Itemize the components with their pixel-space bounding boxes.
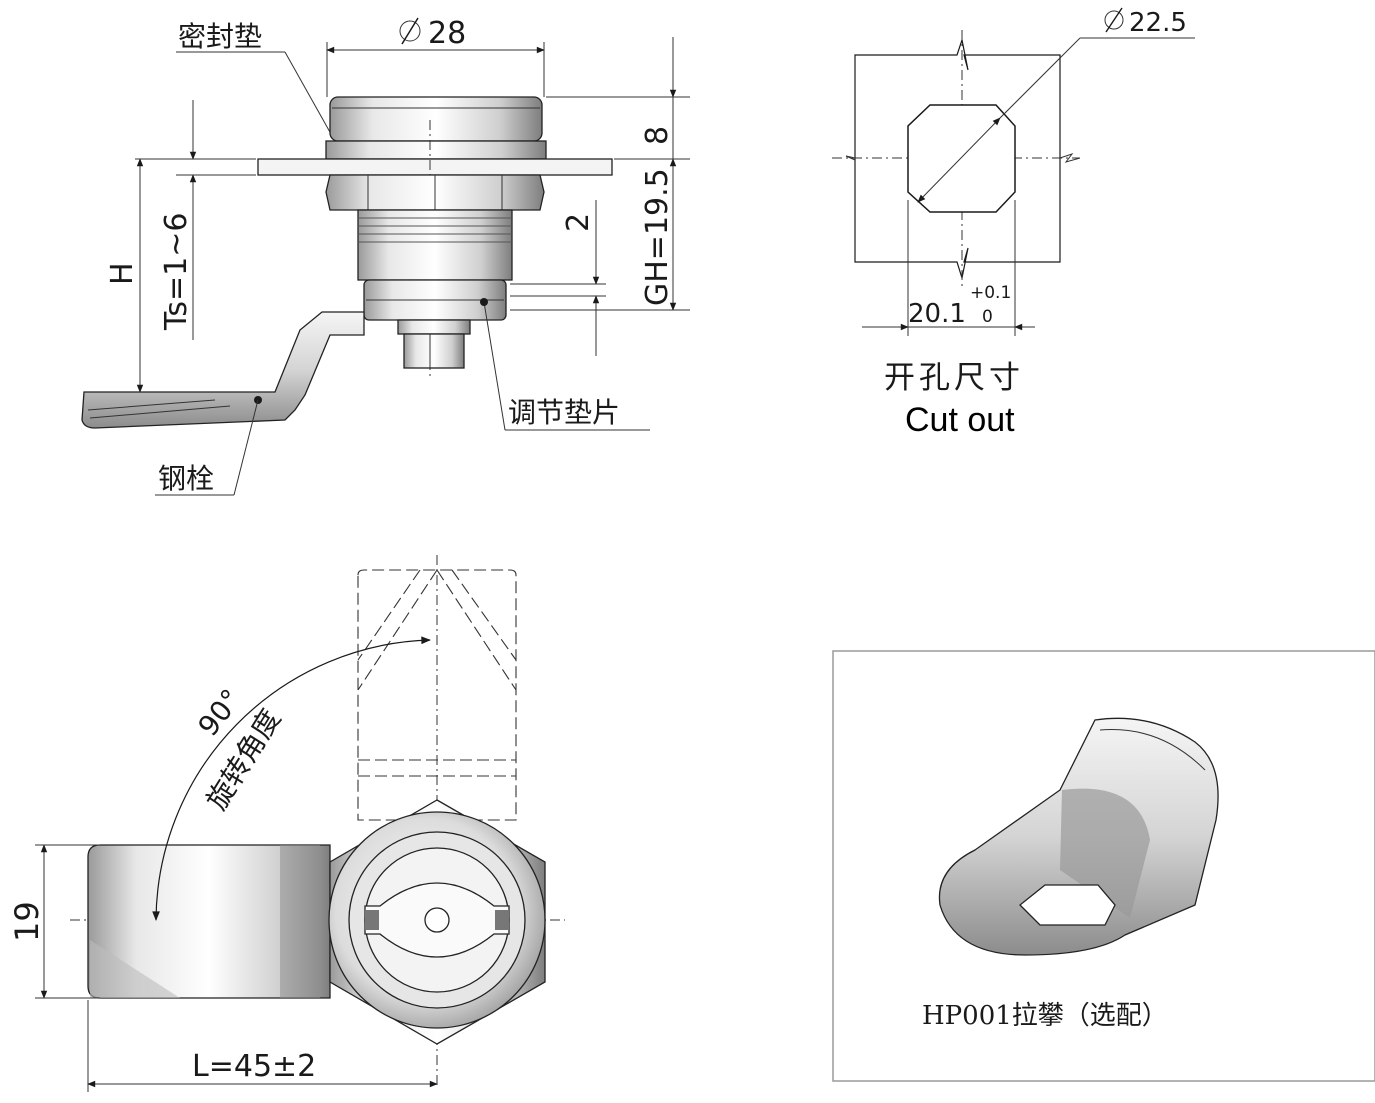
accessory-panel: HP001拉攀（选配） — [832, 650, 1375, 1082]
ts-label: Ts=1~6 — [159, 213, 194, 331]
length-tolerance-label: ±2 — [272, 1049, 316, 1084]
dim-2-label: 2 — [561, 213, 596, 232]
pull-handle-hole — [1019, 884, 1116, 926]
cutout-cn-label: 开孔尺寸 — [884, 360, 1024, 396]
rotated-arm — [357, 569, 517, 821]
side-view: 28 密封垫 — [81, 16, 690, 496]
tolerance-plus-label: +0.1 — [970, 283, 1011, 303]
tolerance-zero-label: 0 — [982, 307, 993, 327]
gasket-label: 密封垫 — [178, 20, 262, 53]
cap-body — [329, 96, 543, 142]
dim-8-label: 8 — [640, 126, 675, 145]
cam-arm — [81, 311, 365, 429]
diameter-icon — [399, 17, 421, 45]
cutout-diameter-label: 22.5 — [1129, 8, 1187, 38]
cutout-en-label: Cut out — [905, 401, 1015, 439]
threaded-body — [357, 209, 513, 281]
gh-label: GH=19.5 — [640, 168, 675, 306]
accessory-label: HP001拉攀（选配） — [922, 1001, 1168, 1031]
cutout-width-label: 20.1 — [908, 299, 966, 329]
h-label: H — [105, 262, 140, 285]
steel-bolt-label: 钢栓 — [158, 462, 214, 495]
diameter-28-label: 28 — [428, 16, 466, 51]
panel-plate — [257, 158, 613, 176]
cutout-view: 22.5 20.1 +0.1 0 开孔尺寸 Cut out — [832, 7, 1195, 439]
adjust-shim-label: 调节垫片 — [508, 396, 620, 429]
top-view: 90° 旋转角度 19 L=45 ±2 — [8, 555, 565, 1092]
gasket — [325, 140, 547, 160]
diameter-icon — [1104, 7, 1124, 33]
screw-head — [403, 333, 465, 369]
length-label: L=45 — [192, 1049, 272, 1084]
dim-19-label: 19 — [8, 901, 46, 942]
